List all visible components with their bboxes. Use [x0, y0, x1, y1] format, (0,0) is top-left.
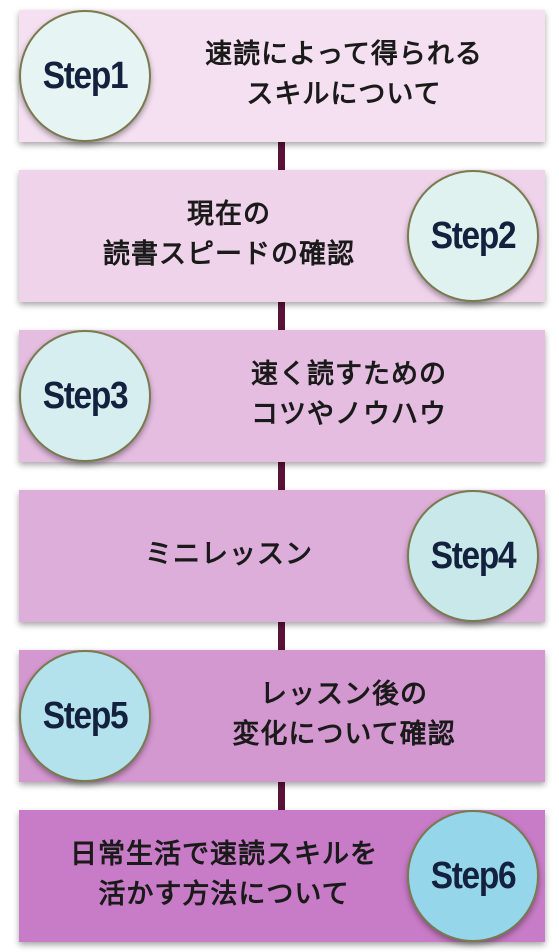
- step-2-badge: Step2: [407, 170, 539, 302]
- step-2-line-2: 読書スピードの確認: [103, 239, 355, 270]
- step-2-label: Step2: [430, 214, 517, 257]
- step-2-line-1: 現在の: [187, 199, 271, 230]
- step-4-line-1: ミニレッスン: [145, 539, 313, 570]
- step-4-text: ミニレッスン: [69, 535, 389, 575]
- step-5-text: レッスン後の 変化について確認: [154, 675, 534, 755]
- step-6-line-1: 日常生活で速読スキルを: [70, 839, 378, 870]
- step-6-line-2: 活かす方法について: [98, 879, 350, 910]
- step-3-line-1: 速く読すための: [251, 359, 447, 390]
- step-1-badge: Step1: [19, 10, 151, 142]
- step-4-badge: Step4: [407, 490, 539, 622]
- step-5-line-1: レッスン後の: [260, 679, 428, 710]
- connector-1-2: [278, 142, 285, 176]
- connector-3-4: [278, 462, 285, 496]
- step-3-text: 速く読すための コツやノウハウ: [159, 355, 539, 435]
- step-1-label: Step1: [42, 54, 129, 97]
- step-6-badge: Step6: [407, 810, 539, 942]
- step-6-text: 日常生活で速読スキルを 活かす方法について: [34, 835, 414, 915]
- step-5-badge: Step5: [19, 650, 151, 782]
- step-1-line-2: スキルについて: [246, 79, 442, 110]
- connector-2-3: [278, 302, 285, 336]
- step-3-line-2: コツやノウハウ: [251, 399, 447, 430]
- step-4-label: Step4: [430, 534, 517, 577]
- step-2-text: 現在の 読書スピードの確認: [39, 195, 419, 275]
- step-3-badge: Step3: [19, 330, 151, 462]
- step-6-label: Step6: [430, 854, 517, 897]
- step-1-line-1: 速読によって得られる: [205, 39, 483, 70]
- connector-4-5: [278, 622, 285, 656]
- step-5-label: Step5: [42, 694, 129, 737]
- connector-5-6: [278, 782, 285, 816]
- step-5-line-2: 変化について確認: [232, 719, 456, 750]
- step-1-text: 速読によって得られる スキルについて: [154, 35, 534, 115]
- step-3-label: Step3: [42, 374, 129, 417]
